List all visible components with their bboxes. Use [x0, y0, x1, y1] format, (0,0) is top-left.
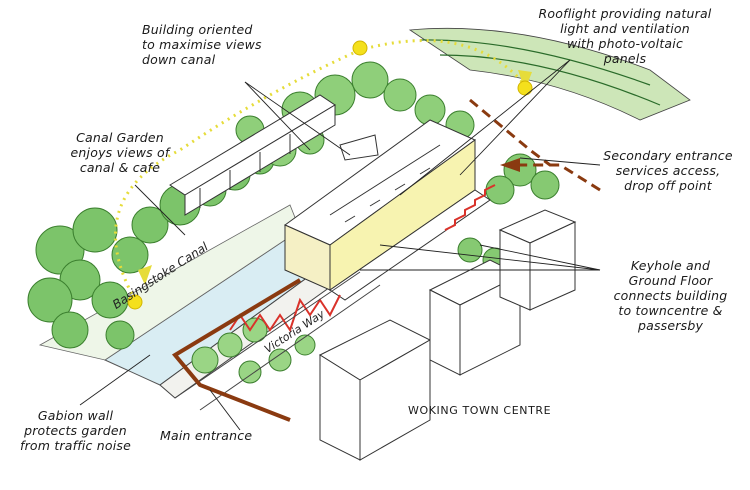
sun-path-arrow-2: [518, 70, 532, 90]
annotation-line: Canal Garden: [76, 130, 164, 145]
annotation-line: Gabion wall: [37, 408, 114, 423]
annotation-line: light and ventilation: [560, 21, 690, 36]
annotation-line: Keyhole and: [630, 258, 711, 273]
annotation-line: from traffic noise: [19, 438, 131, 453]
annotation-gabion: Gabion wall protects garden from traffic…: [8, 408, 143, 453]
label-woking-town-centre: WOKING TOWN CENTRE: [408, 403, 551, 418]
existing-building: [169, 94, 336, 216]
annotation-line: Main entrance: [160, 428, 253, 443]
sun-path-arrow: [138, 265, 152, 285]
annotation-line: down canal: [142, 52, 216, 67]
road: [174, 271, 381, 411]
annotation-line: to maximise views: [142, 37, 262, 52]
proposed-building: [284, 119, 491, 301]
annotation-line: Secondary entrance: [603, 148, 733, 163]
annotation-line: enjoys views of: [70, 145, 170, 160]
annotation-keyhole: Keyhole and Ground Floor connects buildi…: [598, 258, 743, 333]
annotation-building-oriented: Building oriented to maximise views down…: [142, 22, 312, 67]
secondary-arrowhead: [500, 158, 520, 172]
field-lines: [419, 39, 661, 106]
annotation-line: Rooflight providing natural: [538, 6, 712, 21]
secondary-stair: [444, 184, 496, 231]
annotation-line: canal & cafe: [79, 160, 161, 175]
annotation-rooflight: Rooflight providing natural light and ve…: [505, 6, 745, 66]
annotation-canal-garden: Canal Garden enjoys views of canal & caf…: [55, 130, 185, 175]
annotation-line: Ground Floor: [628, 273, 713, 288]
annotation-secondary-entrance: Secondary entrance services access, drop…: [593, 148, 743, 193]
annotation-line: panels: [603, 51, 647, 66]
annotation-line: services access,: [615, 163, 721, 178]
annotation-line: to towncentre &: [618, 303, 723, 318]
annotation-line: connects building: [613, 288, 728, 303]
leader-lines: [79, 59, 601, 431]
annotation-line: Building oriented: [142, 22, 253, 37]
annotation-main-entrance: Main entrance: [160, 428, 290, 443]
annotation-line: WOKING TOWN CENTRE: [408, 404, 552, 417]
sun-icon: [127, 40, 533, 310]
annotation-line: with photo-voltaic: [566, 36, 684, 51]
annotation-line: protects garden: [24, 423, 127, 438]
secondary-entrance-arrow-2: [520, 163, 601, 192]
main-entrance-arrow: [171, 278, 302, 422]
annotation-line: passersby: [637, 318, 704, 333]
town-centre-buildings: [318, 209, 577, 461]
annotation-line: drop off point: [624, 178, 712, 193]
